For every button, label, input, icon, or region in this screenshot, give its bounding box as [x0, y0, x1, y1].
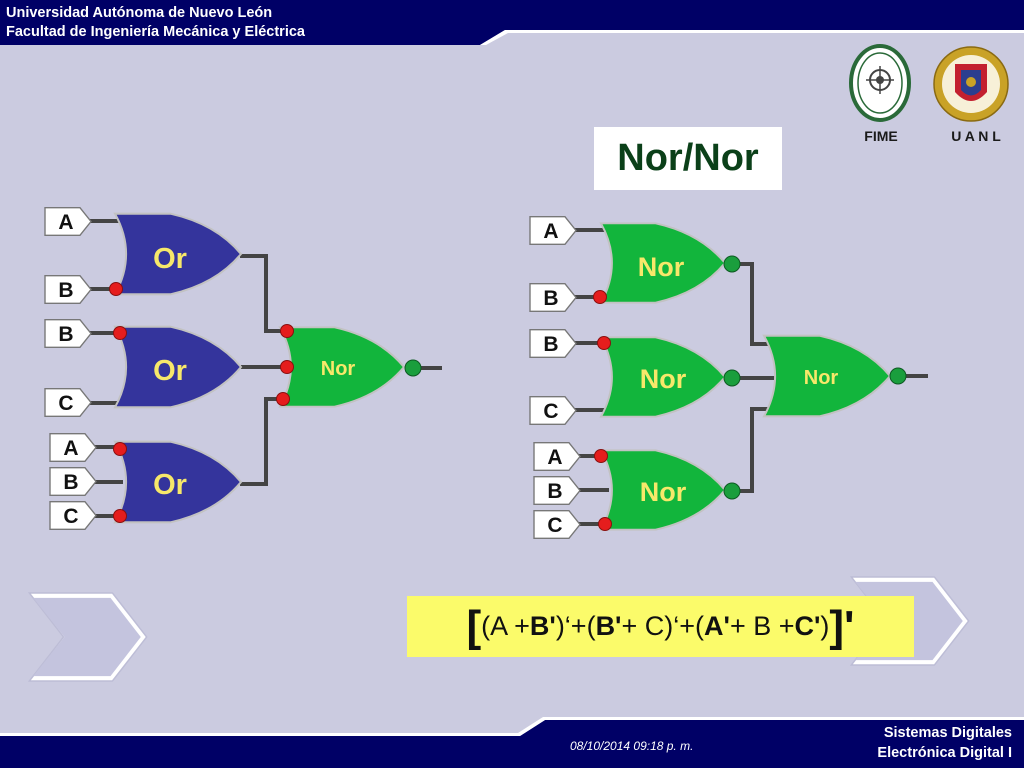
footer-band [0, 717, 1024, 768]
right-nor-label-1: Nor [638, 252, 685, 282]
right-input-label: C [543, 400, 558, 423]
formula-term: )‘+( [555, 611, 596, 641]
left-input-label: B [63, 471, 78, 494]
fime-logo-text: FIME [864, 128, 897, 144]
formula-term: B' [595, 611, 622, 641]
left-or-label-2: Or [153, 355, 187, 387]
left-input-label: A [58, 211, 73, 234]
left-circuit: Or Or Or Nor [44, 206, 442, 531]
formula-term: (A + [481, 611, 530, 641]
right-nor-label-2: Nor [640, 364, 687, 394]
uanl-logo-text: U A N L [951, 128, 1001, 144]
right-input-label: A [547, 446, 562, 469]
right-input-label: B [543, 287, 558, 310]
right-gate-labels: Nor Nor Nor Nor [638, 252, 839, 507]
formula-term: A' [704, 611, 730, 641]
formula-term: B' [529, 611, 556, 641]
formula-term: C' [794, 611, 821, 641]
header-university: Universidad Autónoma de Nuevo León [6, 5, 273, 21]
right-input-label: C [547, 514, 562, 537]
header-band [0, 0, 1024, 45]
chevron-arrow-left [28, 592, 148, 682]
left-input-labels: A B B C A B C [58, 211, 78, 528]
right-input-label: A [543, 220, 558, 243]
left-input-label: C [63, 505, 78, 528]
right-input-labels: A B B C A B C [543, 220, 562, 537]
fime-logo: FIME [849, 44, 911, 144]
right-nor-label-output: Nor [804, 367, 839, 389]
right-input-label: B [543, 333, 558, 356]
right-input-label: B [547, 480, 562, 503]
right-circuit: Nor Nor Nor Nor [529, 215, 928, 540]
right-bubbles [593, 290, 612, 531]
formula-term: + B + [729, 611, 795, 641]
uanl-logo: U A N L [933, 46, 1009, 144]
header-faculty: Facultad de Ingeniería Mecánica y Eléctr… [6, 24, 305, 40]
left-nor-label: Nor [321, 358, 356, 380]
right-output-bubbles [723, 255, 907, 500]
left-gate-labels: Or Or Or Nor [153, 243, 355, 501]
formula-term: + C)‘+( [621, 611, 705, 641]
footer-course: Sistemas Digitales [883, 725, 1012, 741]
left-output-bubble [404, 359, 422, 377]
footer-subject: Electrónica Digital I [877, 745, 1012, 761]
formula-close-bracket: ]' [829, 601, 855, 651]
formula-term: ) [820, 611, 830, 641]
left-input-label: B [58, 323, 73, 346]
left-or-label-3: Or [153, 469, 187, 501]
boolean-expression: [ (A + B' )‘+( B' + C)‘+( A' + B + C' ) … [407, 596, 914, 657]
footer-date: 08/10/2014 09:18 p. m. [570, 739, 694, 753]
left-input-label: A [63, 437, 78, 460]
left-bubbles [109, 282, 294, 523]
left-input-label: C [58, 392, 73, 415]
slide-title: Nor/Nor [594, 127, 782, 190]
left-or-label-1: Or [153, 243, 187, 275]
right-nor-label-3: Nor [640, 477, 687, 507]
left-input-label: B [58, 279, 73, 302]
formula-open-bracket: [ [466, 601, 482, 651]
